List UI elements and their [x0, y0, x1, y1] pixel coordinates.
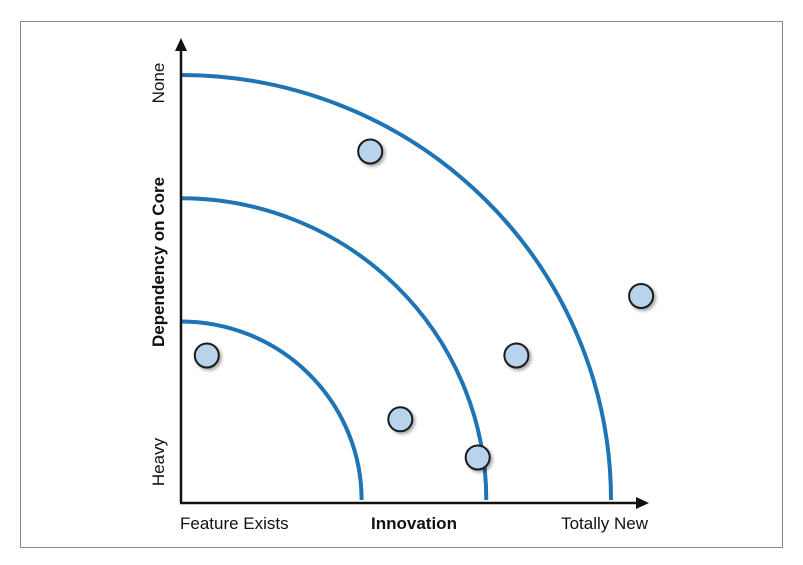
- point-1: [193, 342, 220, 369]
- x-right-label: Totally New: [561, 514, 649, 533]
- y-top-label: None: [149, 63, 168, 104]
- point-4: [464, 444, 491, 471]
- middle-arc: [180, 196, 489, 501]
- point-3: [387, 406, 414, 433]
- y-axis-title: Dependency on Core: [149, 177, 168, 347]
- point-2: [357, 138, 384, 165]
- arcs-layer: [180, 73, 613, 501]
- diagram-frame: [20, 21, 783, 548]
- point-5: [503, 342, 530, 369]
- points-layer: [193, 138, 655, 471]
- y-axis-arrowhead: [175, 38, 187, 51]
- inner-arc: [180, 319, 364, 501]
- outer-arc: [180, 73, 613, 501]
- y-bottom-label: Heavy: [149, 437, 168, 486]
- point-6: [628, 283, 655, 309]
- x-axis-title: Innovation: [371, 514, 457, 533]
- x-left-label: Feature Exists: [180, 514, 289, 533]
- x-axis-arrowhead: [636, 497, 649, 509]
